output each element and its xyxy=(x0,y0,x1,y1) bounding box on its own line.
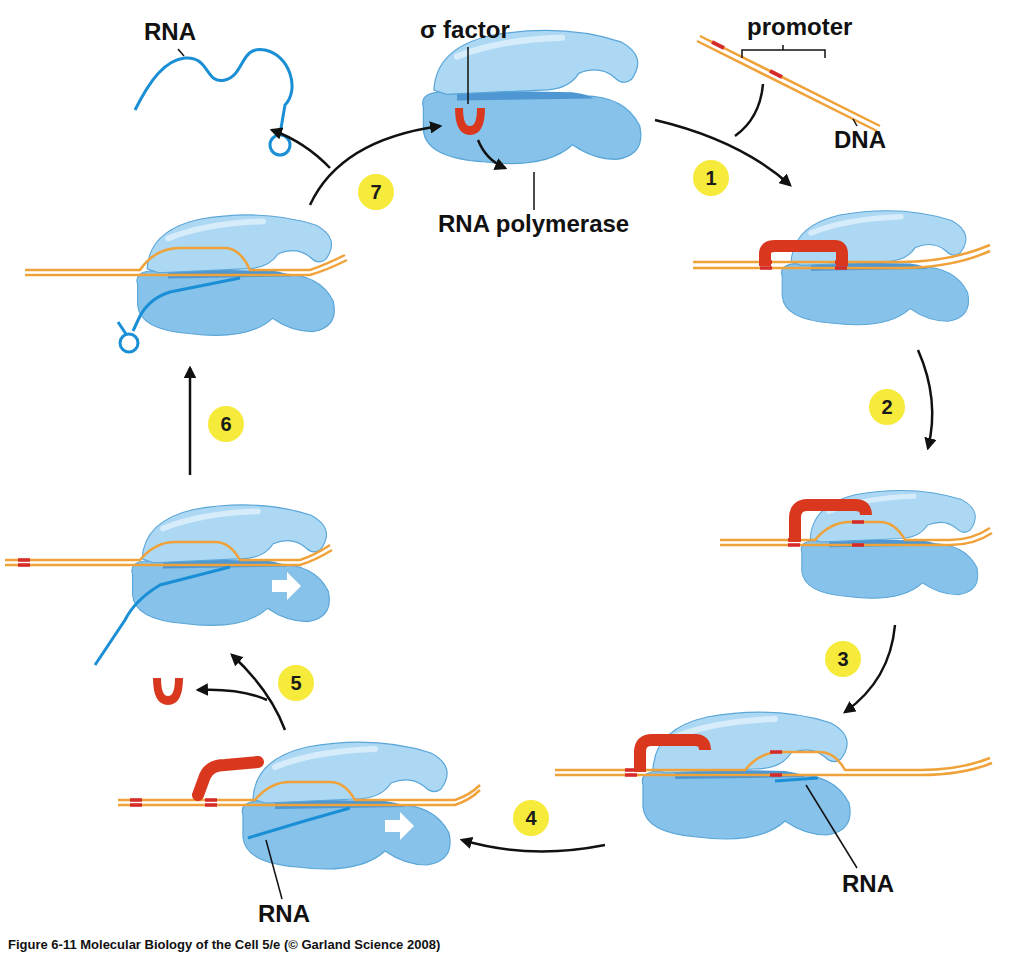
illustration-part xyxy=(95,567,230,665)
illustration-part xyxy=(555,763,992,775)
illustration-part xyxy=(5,542,330,560)
illustration-part xyxy=(770,71,782,77)
illustration-part xyxy=(760,262,847,268)
step-number: 1 xyxy=(705,168,716,188)
illustration-part xyxy=(712,42,724,48)
illustration-part xyxy=(720,533,992,545)
illustration-part xyxy=(640,740,705,772)
illustration-part xyxy=(25,260,347,275)
step-arrow xyxy=(918,350,932,448)
step-arrow xyxy=(198,690,267,700)
promoter-bracket xyxy=(742,45,825,58)
step-number: 4 xyxy=(525,808,536,828)
illustration-part xyxy=(130,800,217,805)
promoter-dna xyxy=(697,36,880,131)
callout-number: 4 xyxy=(513,800,549,836)
leader-line xyxy=(266,840,282,899)
initiating-complex xyxy=(555,712,992,839)
rna-polymerase xyxy=(423,30,641,163)
leader-line xyxy=(178,49,184,56)
illustration-part xyxy=(135,49,292,134)
illustration-part xyxy=(555,752,990,770)
leader-line xyxy=(533,172,535,210)
illustration-part xyxy=(700,36,880,126)
illustration-part xyxy=(697,41,877,131)
callout-number: 2 xyxy=(869,389,905,425)
callout-number: 7 xyxy=(358,174,394,210)
released-sigma xyxy=(153,678,183,705)
terminating-complex xyxy=(25,215,347,352)
illustration-part xyxy=(133,278,240,331)
illustration-part xyxy=(765,246,842,266)
elongating-complex xyxy=(118,742,480,869)
illustration-part xyxy=(720,522,990,540)
illustration-part xyxy=(5,550,332,565)
illustration-part xyxy=(270,135,290,155)
step-arrow xyxy=(189,368,192,475)
leader-line xyxy=(806,785,857,868)
illustration-part xyxy=(118,790,480,805)
part-label: σ factor xyxy=(420,16,510,44)
closed-complex xyxy=(693,211,990,325)
elongating-complex xyxy=(5,505,332,665)
step-number: 5 xyxy=(290,673,301,693)
step-number: 3 xyxy=(837,649,848,669)
illustration-part xyxy=(18,560,30,565)
part-label: RNA polymerase xyxy=(438,210,629,238)
callout-number: 3 xyxy=(825,641,861,677)
illustration-part xyxy=(118,782,480,800)
figure-caption: Figure 6-11 Molecular Biology of the Cel… xyxy=(8,937,440,952)
step-arrow xyxy=(735,84,763,136)
illustration-part xyxy=(248,808,350,838)
sigma-factor xyxy=(455,108,485,135)
part-label: DNA xyxy=(834,126,886,154)
step-arrow xyxy=(310,126,440,205)
illustration-part xyxy=(795,505,866,542)
step-arrow xyxy=(272,130,330,168)
step-arrow xyxy=(462,840,605,851)
illustration-part xyxy=(385,812,414,840)
callout-number: 1 xyxy=(693,160,729,196)
leader-line xyxy=(467,47,469,104)
step-number: 2 xyxy=(881,397,892,417)
illustration-part xyxy=(625,752,782,775)
illustration-part xyxy=(118,322,126,334)
part-label: promoter xyxy=(747,13,852,41)
illustration-part xyxy=(120,334,138,352)
callout-number: 6 xyxy=(208,406,244,442)
step-number: 7 xyxy=(370,182,381,202)
leader-line xyxy=(853,119,857,126)
step-number: 6 xyxy=(220,414,231,434)
callout-number: 5 xyxy=(278,665,314,701)
part-label: RNA xyxy=(144,18,196,46)
illustration-part xyxy=(272,572,301,600)
binding-arrow xyxy=(478,140,505,168)
released-rna xyxy=(135,49,292,155)
part-label: RNA xyxy=(842,870,894,898)
illustration-part xyxy=(775,778,818,781)
part-label: RNA xyxy=(258,900,310,928)
illustration-part xyxy=(198,762,258,795)
open-complex xyxy=(720,490,992,598)
illustration-part xyxy=(25,248,345,270)
